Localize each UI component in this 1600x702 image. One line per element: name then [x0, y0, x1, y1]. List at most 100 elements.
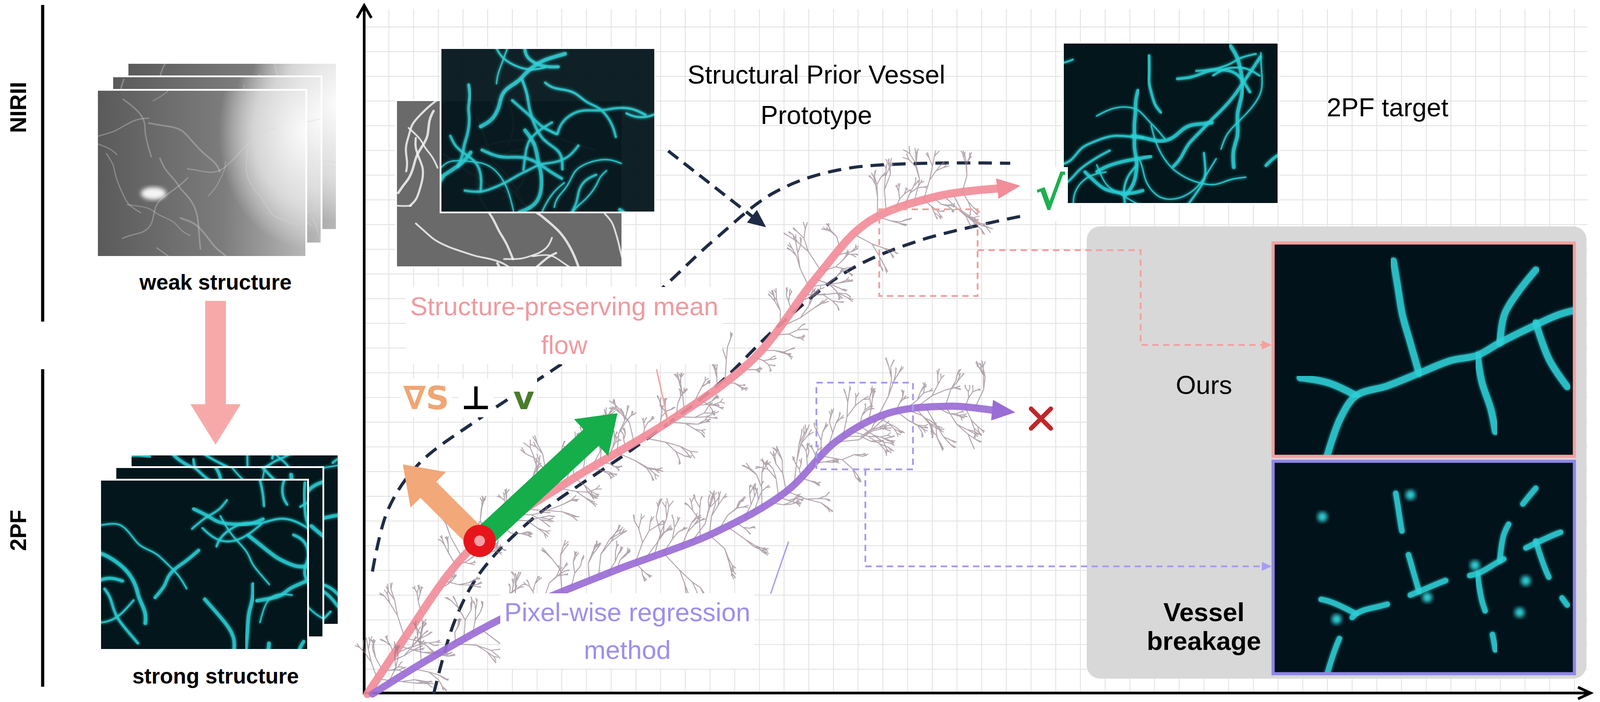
vessel — [1220, 52, 1262, 150]
vessel — [203, 454, 299, 515]
grid-line — [1252, 8, 1254, 694]
grid-line — [734, 8, 736, 694]
image-frame — [127, 62, 337, 230]
vessel — [1175, 152, 1206, 204]
grid-line — [931, 8, 933, 694]
image-nir — [77, 0, 425, 261]
vessel — [143, 508, 234, 531]
vessel — [1090, 164, 1138, 204]
vessel — [173, 108, 186, 161]
vessel — [180, 217, 233, 257]
image-frame — [130, 454, 339, 625]
bright-region — [233, 76, 322, 235]
grid-line — [364, 372, 1588, 374]
structure-preserving-flow — [355, 145, 1021, 694]
vessel — [545, 82, 616, 137]
vessel — [174, 569, 253, 585]
vessel — [130, 547, 143, 555]
grid-line — [1104, 8, 1106, 694]
branch-texture — [387, 357, 986, 692]
vessel — [1196, 53, 1257, 71]
zoom-leader-head — [1261, 340, 1272, 350]
vessel — [1393, 479, 1420, 592]
vessel — [104, 588, 138, 644]
arrow-shaft — [427, 489, 480, 541]
label-leader — [770, 541, 789, 594]
vessel — [1212, 67, 1260, 76]
vessel — [192, 500, 228, 529]
zoom-leader — [865, 469, 1263, 567]
vessel — [207, 472, 285, 499]
vessel — [496, 48, 518, 84]
vessel — [248, 535, 309, 567]
vessel — [1300, 377, 1357, 396]
vessel — [300, 515, 339, 548]
vessel — [268, 76, 284, 123]
vessel — [480, 53, 565, 127]
vessel — [304, 482, 309, 543]
vessel-fragment — [1331, 614, 1342, 625]
zoom-box — [816, 382, 913, 470]
vessel — [274, 195, 322, 244]
grid-line — [1277, 8, 1279, 694]
grid-line — [1178, 8, 1180, 694]
vessel — [138, 62, 220, 99]
vessel — [198, 643, 269, 650]
vessel — [533, 113, 595, 150]
vessel — [213, 178, 226, 230]
grid-line — [388, 8, 390, 694]
vessel — [300, 495, 309, 521]
flow-label: Structure-preserving mean flow — [405, 286, 723, 365]
start-point — [463, 524, 496, 557]
vessel — [257, 152, 313, 203]
vessel — [408, 127, 438, 168]
node-label: 2PF target — [1297, 91, 1478, 124]
image-cyan — [83, 382, 414, 689]
grid-line — [364, 520, 1588, 522]
image-cyan — [1003, 42, 1358, 274]
x-axis — [362, 691, 1591, 695]
vessel — [115, 612, 189, 638]
node-label: Ours — [1136, 369, 1272, 401]
vessel — [127, 204, 190, 236]
vessel — [443, 154, 507, 193]
vessel — [233, 210, 267, 230]
vessel — [159, 158, 201, 249]
vessel — [302, 166, 337, 221]
velocity-arrow — [479, 413, 618, 541]
vessel — [522, 79, 563, 170]
vessel-fragment — [1405, 489, 1416, 500]
arrow-shaft — [479, 436, 592, 541]
vessel — [257, 542, 297, 587]
vessel — [604, 213, 623, 268]
vessel — [1097, 156, 1151, 172]
vessel — [500, 182, 579, 267]
vessel — [251, 479, 265, 507]
vessel — [289, 591, 324, 630]
vessel — [519, 130, 542, 212]
vessel — [261, 143, 337, 167]
vessel — [180, 612, 268, 638]
flow-curve — [367, 188, 999, 694]
grid-line — [1129, 8, 1131, 694]
vessel — [1326, 528, 1575, 674]
vessel — [458, 84, 470, 167]
vessel — [485, 48, 545, 70]
vessel — [100, 549, 146, 624]
vessel — [450, 135, 482, 191]
vessel — [448, 100, 496, 126]
vessel — [476, 170, 514, 260]
vessel — [311, 525, 324, 595]
vessel — [247, 181, 316, 218]
vessel — [190, 467, 228, 506]
vessel — [210, 131, 263, 143]
image-ground — [112, 76, 322, 244]
flow-label: Pixel-wise regression method — [500, 593, 755, 669]
vessel — [160, 195, 170, 244]
zoom-box — [879, 209, 978, 296]
image-frame — [440, 48, 656, 213]
branch-texture — [355, 145, 993, 688]
axis-arrowhead — [1577, 687, 1591, 699]
arrow-head — [402, 464, 446, 508]
